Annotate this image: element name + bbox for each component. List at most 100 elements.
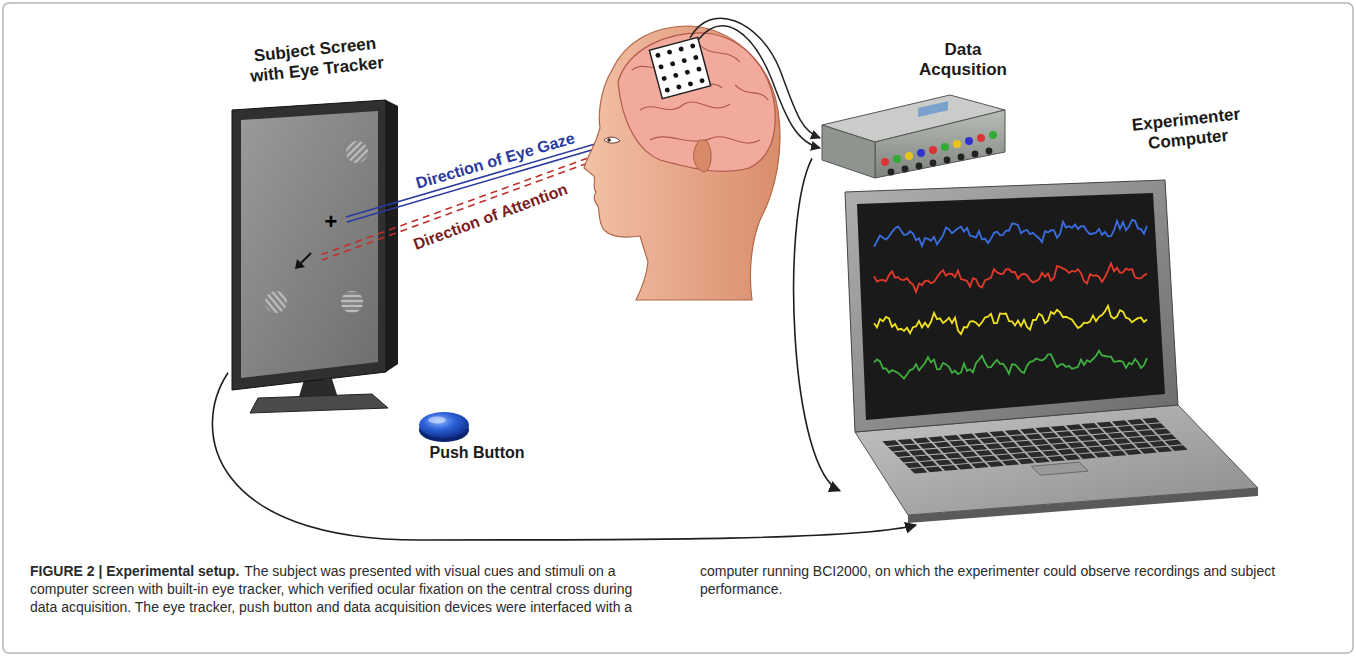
key <box>888 446 905 452</box>
key <box>898 439 915 445</box>
button-cap <box>419 412 469 438</box>
key <box>945 453 962 459</box>
push-button-illustration <box>419 412 469 442</box>
key <box>949 440 966 446</box>
figure-title: FIGURE 2 | Experimental setup. <box>30 563 239 579</box>
key <box>924 449 941 455</box>
key <box>1073 448 1090 454</box>
key <box>1006 448 1023 454</box>
key <box>928 436 945 442</box>
key <box>1020 428 1037 434</box>
monitor-illustration <box>232 100 398 413</box>
key <box>1026 434 1043 440</box>
key <box>1027 452 1044 458</box>
key <box>1031 439 1048 445</box>
key <box>1098 440 1115 446</box>
key <box>1128 437 1145 443</box>
key <box>1144 436 1161 442</box>
key <box>980 438 997 444</box>
laptop-screen <box>857 193 1165 420</box>
key <box>1140 448 1157 454</box>
key <box>970 445 987 451</box>
electrodes <box>655 43 705 93</box>
key <box>1123 431 1140 437</box>
key <box>1072 430 1089 436</box>
key <box>956 464 973 470</box>
head-illustration <box>584 18 820 300</box>
node-label: Data Acqusition <box>907 40 1019 79</box>
laptop-lid <box>845 180 1178 432</box>
key <box>1113 438 1130 444</box>
key <box>1051 426 1068 432</box>
key <box>925 467 942 473</box>
key <box>995 436 1012 442</box>
key <box>1133 425 1150 431</box>
key <box>1092 434 1109 440</box>
cable-connector <box>212 373 916 540</box>
key <box>1078 453 1095 459</box>
key <box>1032 457 1049 463</box>
key <box>996 454 1013 460</box>
key <box>955 446 972 452</box>
key <box>1063 455 1080 461</box>
pupil <box>607 138 611 142</box>
computer-node: Experimenter Computer <box>840 182 1262 525</box>
monitor-bezel <box>232 100 386 390</box>
key <box>903 444 920 450</box>
key <box>981 456 998 462</box>
key <box>882 440 899 446</box>
key <box>1083 441 1100 447</box>
key <box>941 465 958 471</box>
key <box>1112 420 1129 426</box>
key <box>985 443 1002 449</box>
key <box>1134 442 1151 448</box>
eye-gaze-line <box>346 139 612 217</box>
gabor-patch <box>346 141 368 163</box>
key <box>1016 441 1033 447</box>
key <box>1057 449 1074 455</box>
key <box>1056 431 1073 437</box>
key <box>1035 427 1052 433</box>
gabor-patch <box>265 291 287 313</box>
key <box>950 458 967 464</box>
brain <box>618 33 775 171</box>
key <box>1017 459 1034 465</box>
key <box>1102 427 1119 433</box>
electrode-wire <box>690 18 820 138</box>
ear <box>694 140 711 172</box>
key <box>960 451 977 457</box>
key <box>1127 419 1144 425</box>
node-label: Subject Screen with Eye Tracker <box>234 32 397 88</box>
key <box>1138 430 1155 436</box>
key <box>893 451 910 457</box>
key <box>1005 430 1022 436</box>
key <box>939 447 956 453</box>
signal-trace <box>874 306 1147 334</box>
key <box>904 462 921 468</box>
key <box>920 461 937 467</box>
key <box>899 457 916 463</box>
key <box>930 454 947 460</box>
key <box>1109 451 1126 457</box>
key <box>909 450 926 456</box>
key <box>1012 453 1029 459</box>
key <box>1021 446 1038 452</box>
push-button-node: Push Button <box>412 408 542 476</box>
cue-arrow-head <box>295 259 305 269</box>
gaze-lines <box>320 139 612 260</box>
monitor-node: Subject Screen with Eye Tracker <box>228 38 402 410</box>
key <box>1067 442 1084 448</box>
button-highlight <box>428 417 446 424</box>
key <box>971 463 988 469</box>
key <box>1087 429 1104 435</box>
key <box>1037 445 1054 451</box>
cable-connector <box>794 158 840 490</box>
key <box>914 455 931 461</box>
gabor-patch <box>341 291 363 313</box>
fixation-cross: + <box>325 209 338 235</box>
key <box>1159 434 1176 440</box>
key <box>975 450 992 456</box>
key <box>1165 440 1182 446</box>
